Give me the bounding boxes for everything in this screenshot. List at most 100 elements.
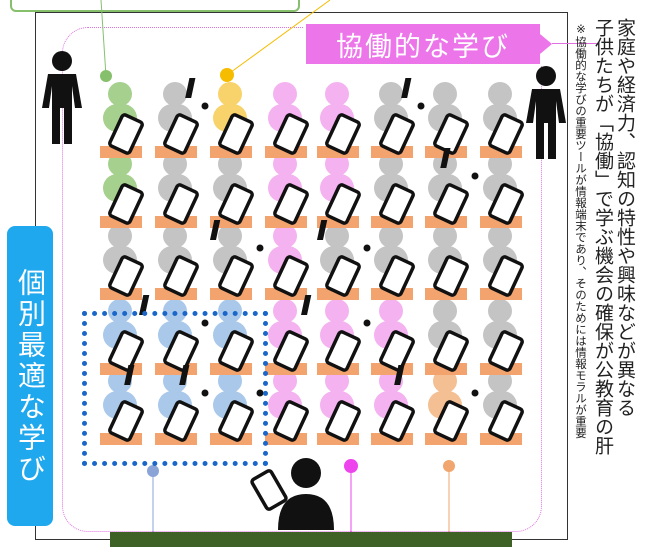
teacher-right-body xyxy=(526,89,566,159)
tablet-icon xyxy=(433,183,469,225)
student-head xyxy=(218,82,242,106)
student-head xyxy=(273,82,297,106)
tablet-icon xyxy=(218,183,254,225)
tablet-icon xyxy=(325,183,361,225)
tablet-icon xyxy=(273,113,309,155)
student-head xyxy=(379,224,403,248)
tablet-icon xyxy=(379,330,415,372)
tablet-icon xyxy=(163,183,199,225)
exclamation-dot xyxy=(363,319,371,327)
tablet-icon xyxy=(163,113,199,155)
student-head xyxy=(433,224,457,248)
exclamation-dot xyxy=(471,389,479,397)
main-text-line-2: 子供たちが「協働」で学ぶ機会の確保が公教育の肝 xyxy=(592,18,614,455)
tablet-icon xyxy=(325,330,361,372)
tablet-icon xyxy=(273,183,309,225)
callout-line-green xyxy=(100,0,107,77)
exclamation-icon xyxy=(394,365,405,385)
tablet-icon xyxy=(250,469,288,511)
student-head xyxy=(273,299,297,323)
student-head xyxy=(379,82,403,106)
student-head xyxy=(488,82,512,106)
collaborative-zone xyxy=(62,27,542,532)
student-head xyxy=(108,224,132,248)
main-text-line-1: 家庭や経済力、認知の特性や興味などが異なる xyxy=(614,18,636,417)
student-head xyxy=(433,82,457,106)
front-teacher-head xyxy=(291,458,321,488)
exclamation-icon xyxy=(401,78,412,98)
collaborative-label-pointer xyxy=(540,34,552,54)
tablet-icon xyxy=(488,113,524,155)
individual-zone xyxy=(82,311,268,466)
student-head xyxy=(108,82,132,106)
tablet-icon xyxy=(108,183,144,225)
tablet-icon xyxy=(273,255,309,297)
tablet-icon xyxy=(325,400,361,442)
tablet-icon xyxy=(325,113,361,155)
student-head xyxy=(325,82,349,106)
tablet-icon xyxy=(433,255,469,297)
tablet-icon xyxy=(379,183,415,225)
callout-line-yellow xyxy=(226,0,331,76)
blackboard xyxy=(110,532,512,547)
tablet-icon xyxy=(273,400,309,442)
teacher-right-head xyxy=(536,66,556,86)
collaborative-learning-label: 協働的な学び xyxy=(304,22,542,66)
exclamation-icon xyxy=(440,148,451,168)
tablet-icon xyxy=(108,255,144,297)
tablet-icon xyxy=(433,330,469,372)
tablet-icon xyxy=(379,113,415,155)
exclamation-dot xyxy=(201,102,209,110)
teacher-left-head xyxy=(52,51,72,71)
exclamation-dot xyxy=(201,319,209,327)
tablet-icon xyxy=(218,400,254,442)
tablet-icon xyxy=(433,113,469,155)
top-green-bracket xyxy=(10,0,300,12)
student-head xyxy=(218,224,242,248)
tablet-icon xyxy=(163,330,199,372)
tablet-icon xyxy=(218,255,254,297)
student-head xyxy=(163,82,187,106)
tablet-icon xyxy=(379,255,415,297)
tablet-icon xyxy=(273,330,309,372)
student-head xyxy=(488,299,512,323)
individual-learning-label: 個別最適な学び xyxy=(7,226,53,526)
tablet-icon xyxy=(379,400,415,442)
exclamation-dot xyxy=(256,244,264,252)
tablet-icon xyxy=(163,255,199,297)
tablet-icon xyxy=(433,400,469,442)
tablet-icon xyxy=(325,255,361,297)
exclamation-icon xyxy=(316,220,328,240)
exclamation-icon xyxy=(124,365,135,385)
exclamation-dot xyxy=(201,389,209,397)
student-head xyxy=(379,299,403,323)
student-head xyxy=(488,224,512,248)
tablet-icon xyxy=(488,400,524,442)
exclamation-dot xyxy=(471,172,479,180)
student-head xyxy=(325,224,349,248)
student-head xyxy=(433,299,457,323)
tablet-icon xyxy=(218,330,254,372)
exclamation-icon xyxy=(139,295,150,315)
tablet-icon xyxy=(488,255,524,297)
exclamation-dot xyxy=(363,244,371,252)
teacher-left-body xyxy=(42,74,82,144)
note-text: ※協働的な学びの重要ツールが情報端末であり、そのためには情報モラルが重要 xyxy=(574,22,588,439)
exclamation-icon xyxy=(185,78,196,98)
exclamation-dot xyxy=(256,389,264,397)
exclamation-icon xyxy=(301,295,312,315)
tablet-icon xyxy=(108,113,144,155)
front-teacher-body xyxy=(278,494,334,530)
student-head xyxy=(163,224,187,248)
exclamation-icon xyxy=(209,220,221,240)
exclamation-icon xyxy=(179,365,190,385)
exclamation-dot xyxy=(417,102,425,110)
tablet-icon xyxy=(108,330,144,372)
tablet-icon xyxy=(488,183,524,225)
tablet-icon xyxy=(218,113,254,155)
tablet-icon xyxy=(163,400,199,442)
collaborative-callout-line xyxy=(552,43,598,44)
tablet-icon xyxy=(108,400,144,442)
tablet-icon xyxy=(488,330,524,372)
